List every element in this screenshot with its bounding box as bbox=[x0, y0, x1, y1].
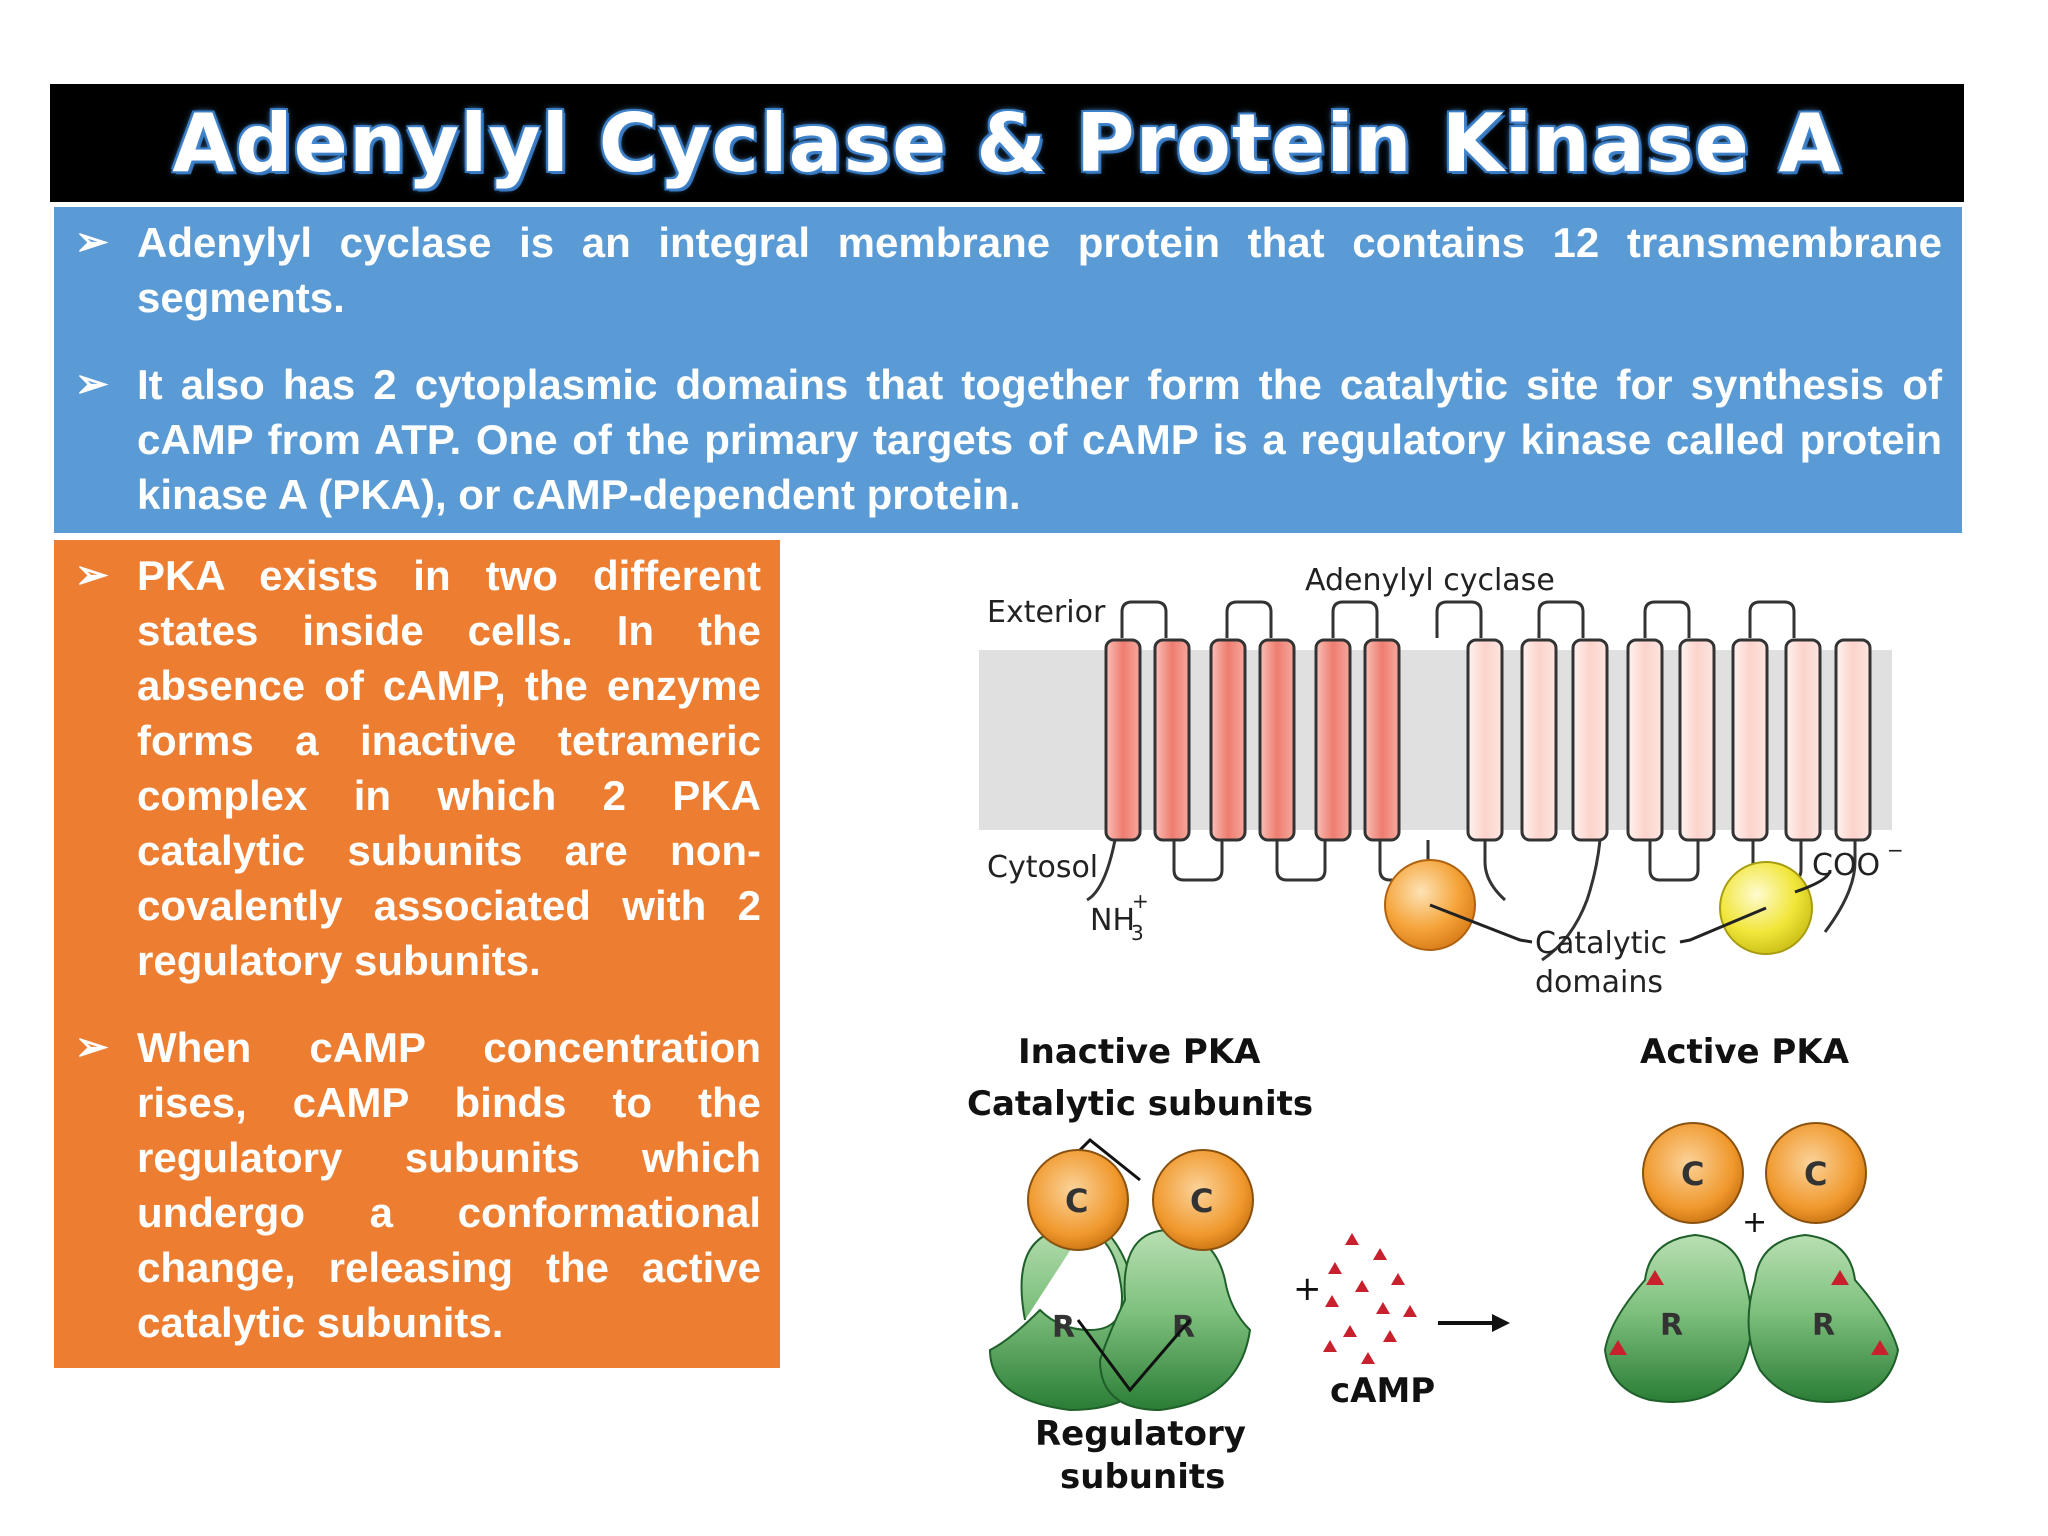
bullet-text: Adenylyl cyclase is an integral membrane… bbox=[137, 219, 1942, 321]
catalytic-subunit-c bbox=[1642, 1122, 1744, 1224]
reaction-arrow bbox=[1438, 1314, 1510, 1332]
orange-bullet-1: ➢ PKA exists in two different states ins… bbox=[75, 548, 761, 988]
active-regulatory-subunits bbox=[1603, 1233, 1900, 1403]
catalytic-subunit-c bbox=[1152, 1149, 1254, 1251]
bullet-text: It also has 2 cytoplasmic domains that t… bbox=[137, 361, 1942, 518]
adenylyl-cyclase-pka-diagram: Adenylyl cyclase Exterior Cytosol NH 3 +… bbox=[967, 563, 1904, 1497]
svg-text:COO: COO bbox=[1812, 848, 1880, 883]
r-label: R bbox=[1660, 1308, 1683, 1343]
arrow-bullet-icon: ➢ bbox=[75, 220, 109, 264]
exterior-loops bbox=[1120, 600, 1796, 638]
arrow-bullet-icon: ➢ bbox=[75, 1025, 109, 1069]
svg-text:3: 3 bbox=[1131, 921, 1144, 945]
regulatory-label-1: Regulatory bbox=[1035, 1414, 1246, 1454]
r-label: R bbox=[1812, 1308, 1835, 1343]
bullet-text: When cAMP concentration rises, cAMP bind… bbox=[137, 1024, 761, 1346]
catalytic-subunits-label: Catalytic subunits bbox=[967, 1084, 1313, 1124]
blue-panel bbox=[54, 207, 1962, 533]
cytosol-label: Cytosol bbox=[987, 850, 1098, 885]
transmembrane-helices bbox=[1104, 638, 1872, 842]
bullet-text: PKA exists in two different states insid… bbox=[137, 552, 761, 984]
inactive-pka-title: Inactive PKA bbox=[1018, 1032, 1261, 1072]
cytosolic-loops bbox=[1086, 839, 1857, 962]
c-label: C bbox=[1804, 1155, 1827, 1193]
title-bar: Adenylyl Cyclase & Protein Kinase A bbox=[50, 84, 1964, 202]
nh3-label: NH 3 + bbox=[1090, 889, 1149, 945]
adenylyl-cyclase-label: Adenylyl cyclase bbox=[1305, 563, 1555, 598]
svg-text:NH: NH bbox=[1090, 903, 1135, 938]
catalytic-subunit-c bbox=[1027, 1149, 1129, 1251]
bound-camp bbox=[1609, 1270, 1889, 1355]
blue-bullet-2: ➢ It also has 2 cytoplasmic domains that… bbox=[75, 357, 1942, 522]
regulatory-label-2: subunits bbox=[1060, 1457, 1225, 1497]
camp-label: cAMP bbox=[1330, 1371, 1435, 1411]
svg-text:−: − bbox=[1887, 838, 1904, 862]
plus-sign: + bbox=[1742, 1205, 1767, 1240]
c-label: C bbox=[1190, 1182, 1213, 1220]
catalytic-subunit-c bbox=[1765, 1122, 1867, 1224]
arrow-bullet-icon: ➢ bbox=[75, 553, 109, 597]
orange-panel bbox=[54, 540, 780, 1368]
helix-light bbox=[1466, 638, 1872, 842]
r-label: R bbox=[1052, 1310, 1075, 1345]
blue-bullet-1: ➢ Adenylyl cyclase is an integral membra… bbox=[75, 215, 1942, 325]
slide-title: Adenylyl Cyclase & Protein Kinase A bbox=[172, 96, 1842, 190]
active-pka-title: Active PKA bbox=[1640, 1032, 1850, 1072]
catalytic-domains-label-1: Catalytic bbox=[1535, 926, 1667, 961]
exterior-label: Exterior bbox=[987, 595, 1106, 630]
arrow-bullet-icon: ➢ bbox=[75, 362, 109, 406]
coo-label: COO − bbox=[1812, 838, 1904, 883]
c-label: C bbox=[1681, 1155, 1704, 1193]
svg-text:+: + bbox=[1132, 889, 1149, 913]
callout-lines bbox=[1429, 869, 1832, 944]
c-label: C bbox=[1065, 1182, 1088, 1220]
regulatory-pointer-lines bbox=[1076, 1319, 1192, 1393]
inactive-regulatory-subunits bbox=[988, 1219, 1252, 1412]
helix-dark bbox=[1104, 638, 1401, 842]
catalytic-domains-label-2: domains bbox=[1535, 965, 1663, 1000]
plus-sign: + bbox=[1293, 1269, 1322, 1309]
orange-bullet-2: ➢ When cAMP concentration rises, cAMP bi… bbox=[75, 1020, 761, 1350]
camp-molecules bbox=[1323, 1233, 1417, 1364]
